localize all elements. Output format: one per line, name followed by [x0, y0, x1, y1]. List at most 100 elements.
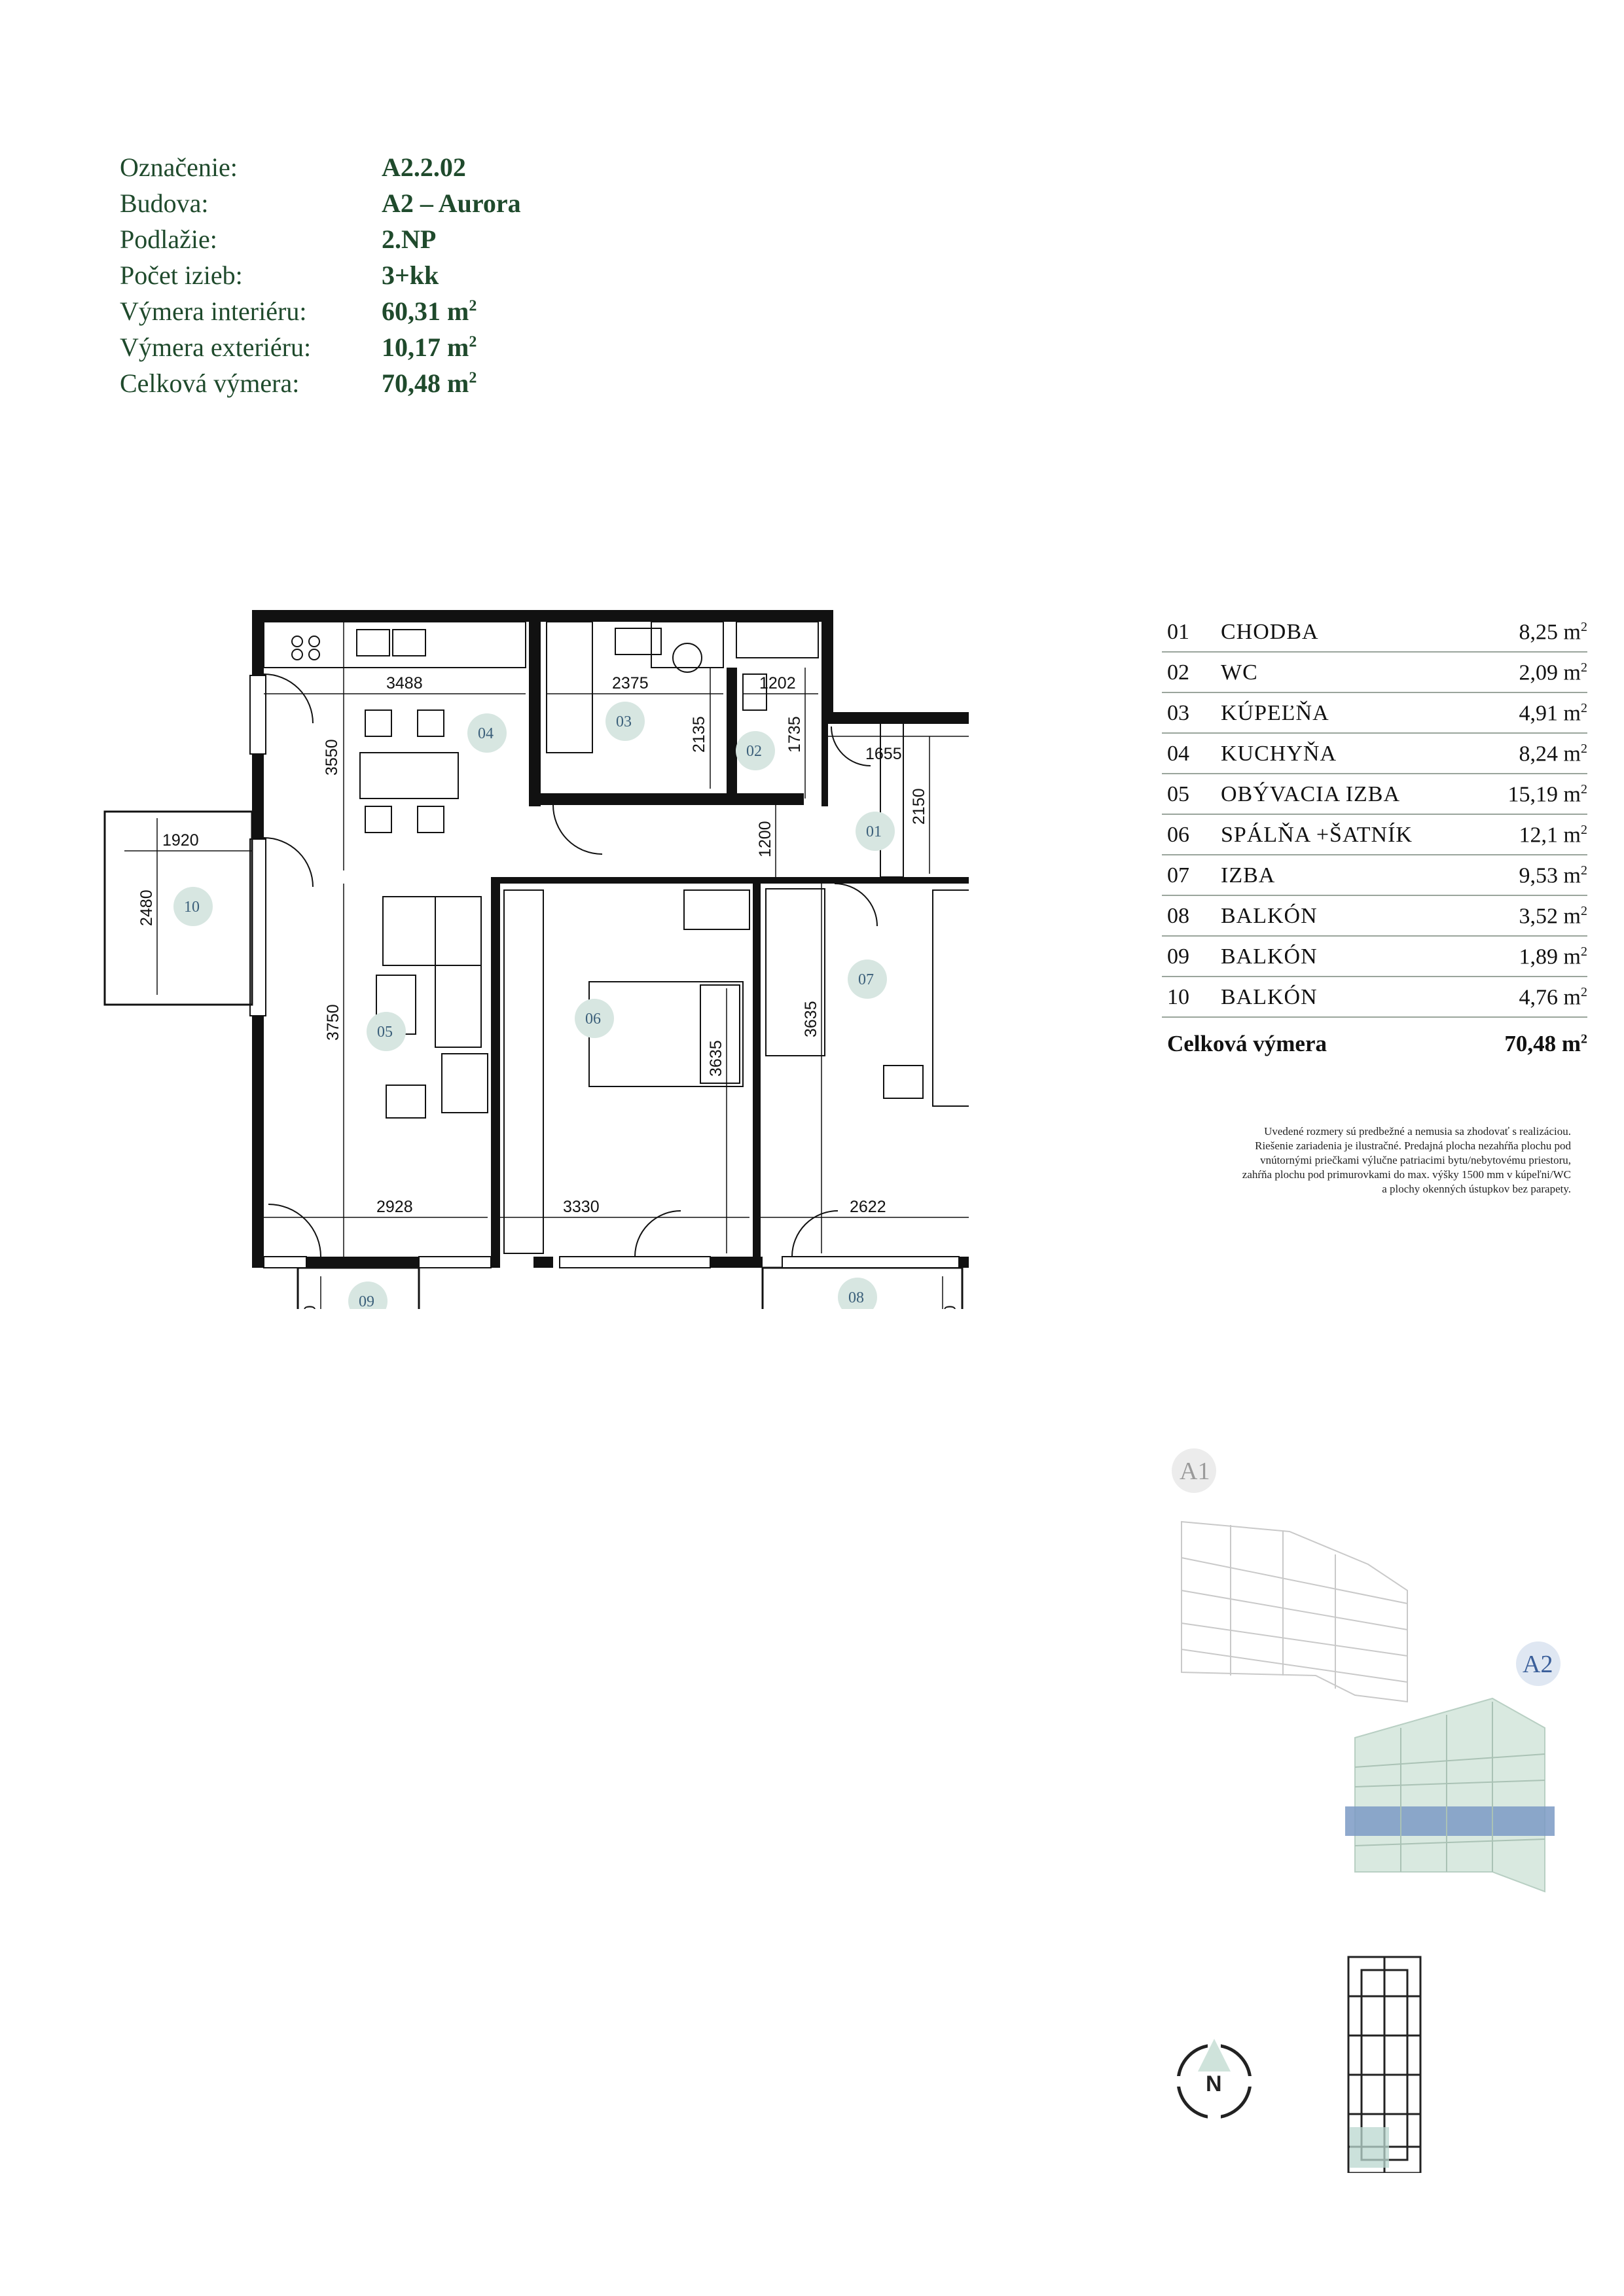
a2-building — [1345, 1697, 1555, 1893]
room-area: 3,52 m2 — [1519, 904, 1587, 929]
room-markers: 01 02 03 04 05 06 07 08 09 10 — [173, 702, 895, 1309]
room-marker-09: 09 — [359, 1293, 374, 1309]
room-name: KÚPEĽŇA — [1221, 701, 1329, 725]
room-area: 9,53 m2 — [1519, 863, 1587, 888]
dim-2375: 2375 — [612, 674, 649, 692]
room-area: 8,25 m2 — [1519, 620, 1587, 645]
room-number: 06 — [1167, 823, 1189, 847]
room-area: 2,09 m2 — [1519, 660, 1587, 685]
wc-fixtures — [736, 621, 819, 711]
room-marker-03-circle — [605, 702, 645, 741]
a2-label: A2 — [1523, 1651, 1553, 1678]
a1-badge — [1172, 1448, 1216, 1493]
note-line: a plochy okenných ústupkov bez parapety. — [1382, 1183, 1571, 1195]
note-line: Riešenie zariadenia je ilustračné. Preda… — [1255, 1139, 1571, 1152]
info-value: 2.NP — [382, 224, 437, 254]
note-line: Uvedené rozmery sú predbežné a nemusia s… — [1264, 1125, 1571, 1138]
bathroom-fixtures — [546, 621, 724, 753]
room-name: BALKÓN — [1221, 904, 1318, 928]
room-name: BALKÓN — [1221, 985, 1318, 1009]
room-marker-05-circle — [367, 1012, 406, 1051]
building-illustration: A1 A2 — [1152, 1440, 1584, 1898]
a2-highlight-floor — [1345, 1806, 1555, 1836]
site-plan-drawing: N — [1175, 1956, 1422, 2174]
dim-2622: 2622 — [850, 1198, 886, 1216]
room-row: 08 BALKÓN 3,52 m2 — [1162, 896, 1587, 937]
dim-2928: 2928 — [376, 1198, 413, 1216]
a1-building — [1181, 1520, 1408, 1703]
room-number: 07 — [1167, 863, 1189, 888]
info-value: 60,31 m2 — [382, 296, 477, 326]
sofa — [376, 896, 488, 1119]
door-swings — [263, 673, 878, 1257]
kitchen-counter — [263, 621, 526, 668]
room-marker-01: 01 — [866, 823, 882, 840]
room-marker-05: 05 — [377, 1024, 393, 1041]
outer-walls — [252, 610, 969, 1268]
room-number: 10 — [1167, 985, 1189, 1009]
room-number: 09 — [1167, 944, 1189, 969]
room-marker-07-circle — [848, 960, 887, 999]
dim-1920: 1920 — [162, 831, 199, 850]
room-marker-08: 08 — [848, 1289, 864, 1306]
room-marker-02: 02 — [746, 743, 762, 760]
room-marker-03: 03 — [616, 713, 632, 730]
room-number: 08 — [1167, 904, 1189, 928]
room-area: 12,1 m2 — [1519, 823, 1587, 848]
compass-icon: N — [1175, 2039, 1254, 2121]
room-number: 01 — [1167, 620, 1189, 644]
room-marker-02-circle — [736, 731, 775, 770]
room-row: 09 BALKÓN 1,89 m2 — [1162, 937, 1587, 977]
room-marker-10-circle — [173, 887, 213, 926]
dim-1420-right: 1420 — [941, 1305, 960, 1309]
total-label: Celková výmera — [1167, 1031, 1327, 1056]
dim-1200: 1200 — [756, 821, 774, 857]
room-schedule: 01 CHODBA 8,25 m2 02 WC 2,09 m2 03 KÚPEĽ… — [1162, 612, 1587, 1064]
room-marker-08-circle — [838, 1278, 877, 1309]
dim-3635-bedroom: 3635 — [707, 1040, 725, 1077]
room-row: 06 SPÁLŇA +ŠATNÍK 12,1 m2 — [1162, 815, 1587, 855]
note-line: vnútornými priečkami výlučne patriacimi … — [1260, 1154, 1571, 1166]
info-value: 10,17 m2 — [382, 332, 477, 362]
dim-3488: 3488 — [386, 674, 423, 692]
dim-1655: 1655 — [865, 745, 902, 763]
total-row: Celková výmera 70,48 m2 — [1162, 1018, 1587, 1064]
info-label: Podlažie: — [120, 224, 217, 254]
site-plan: N — [1172, 1931, 1486, 2174]
info-label: Výmera exteriéru: — [120, 332, 312, 362]
a1-label: A1 — [1180, 1458, 1210, 1485]
a2-badge — [1516, 1641, 1561, 1686]
dim-3330: 3330 — [563, 1198, 600, 1216]
dim-2150: 2150 — [910, 788, 928, 825]
info-value: A2 – Aurora — [382, 188, 521, 218]
room-marker-01-circle — [856, 812, 895, 851]
bedroom-furniture — [503, 889, 750, 1254]
note-line: zahŕňa plochu pod primurovkami do max. v… — [1242, 1168, 1571, 1181]
room-number: 02 — [1167, 660, 1189, 685]
dim-2135: 2135 — [690, 716, 708, 753]
room-name: CHODBA — [1221, 620, 1319, 644]
room-name: KUCHYŇA — [1221, 742, 1337, 766]
info-label: Označenie: — [120, 152, 238, 182]
balconies — [103, 810, 964, 1309]
room-row: 01 CHODBA 8,25 m2 — [1162, 612, 1587, 653]
room-marker-06-circle — [575, 999, 614, 1038]
room-marker-04: 04 — [478, 725, 494, 742]
room-marker-10: 10 — [184, 899, 200, 916]
dim-1735: 1735 — [785, 716, 804, 753]
info-value: 70,48 m2 — [382, 368, 477, 398]
total-area: 70,48 m2 — [1504, 1031, 1587, 1056]
dim-2480-left: 2480 — [137, 889, 156, 926]
room-number: 04 — [1167, 742, 1189, 766]
room-number: 05 — [1167, 782, 1189, 806]
room-marker-09-circle — [348, 1282, 388, 1309]
room-name: OBÝVACIA IZBA — [1221, 782, 1401, 806]
room-area: 15,19 m2 — [1507, 782, 1587, 807]
dimension-lines — [124, 622, 969, 1309]
info-label: Celková výmera: — [120, 368, 300, 398]
room-07-furniture — [765, 719, 969, 1107]
room-row: 04 KUCHYŇA 8,24 m2 — [1162, 734, 1587, 774]
disclaimer-note: Uvedené rozmery sú predbežné a nemusia s… — [1113, 1124, 1571, 1196]
dining-set — [359, 709, 459, 833]
room-row: 10 BALKÓN 4,76 m2 — [1162, 977, 1587, 1018]
